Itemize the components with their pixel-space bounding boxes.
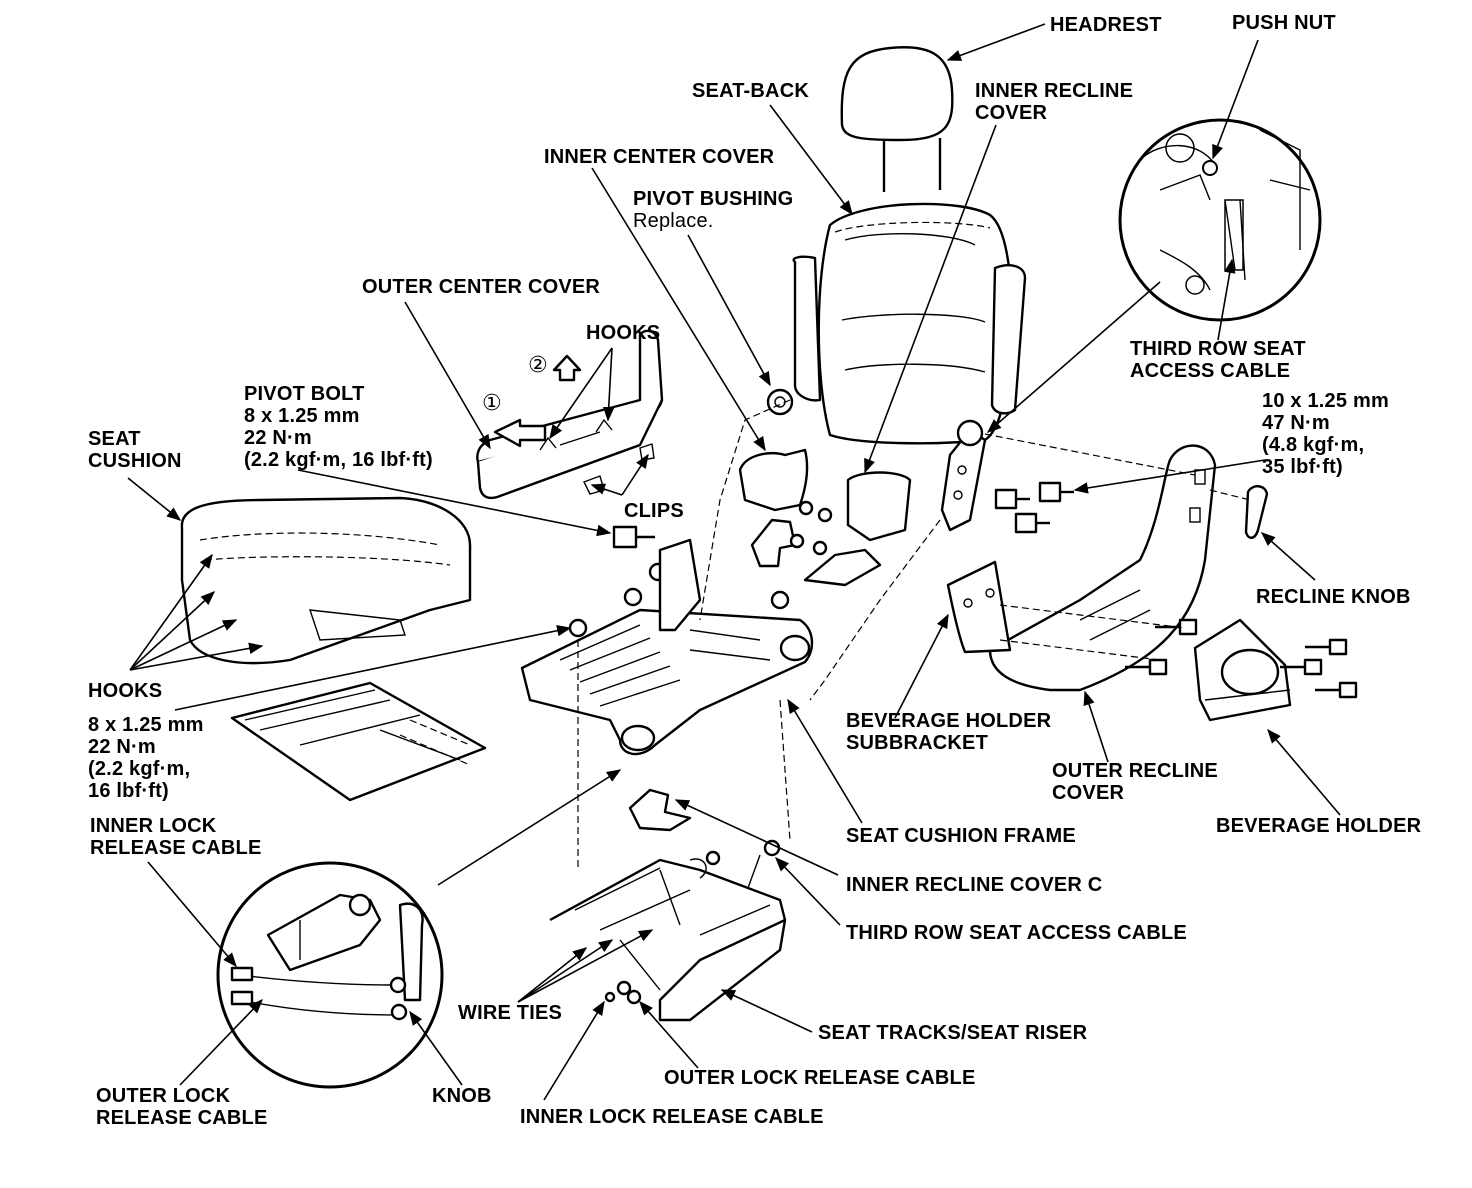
inner-center-cover-parts	[738, 388, 912, 587]
step-2-marker: ②	[528, 352, 548, 377]
outer-recline-cover-part	[988, 444, 1217, 692]
assembly-lines	[577, 399, 1251, 870]
outer-lock-release-cable-left-label: OUTER LOCK RELEASE CABLE	[96, 1085, 268, 1129]
step-1-marker: ①	[482, 390, 502, 415]
beverage-holder-part	[1193, 618, 1292, 722]
clips-label: CLIPS	[624, 500, 684, 522]
lock-cable-inset	[216, 861, 444, 1089]
push-nut-inset	[1118, 118, 1322, 322]
headrest-part	[840, 46, 954, 192]
hooks-top-label: HOOKS	[586, 322, 661, 344]
beverage-holder-subbracket-part	[946, 560, 1012, 654]
seat-cushion-part	[180, 496, 472, 665]
seat-back-part	[792, 202, 1027, 445]
seat-pad-part	[230, 681, 487, 802]
inner-recline-cover-c-label: INNER RECLINE COVER C	[846, 874, 1103, 896]
outer-center-cover-label: OUTER CENTER COVER	[362, 276, 601, 298]
beverage-holder-subbracket-label: BEVERAGE HOLDER SUBBRACKET	[846, 710, 1052, 754]
seat-cushion-frame-part	[520, 538, 814, 756]
seat-back-label: SEAT-BACK	[692, 80, 809, 102]
seat-tracks-label: SEAT TRACKS/SEAT RISER	[818, 1022, 1088, 1044]
inner-lock-release-cable-bottom-label: INNER LOCK RELEASE CABLE	[520, 1106, 824, 1128]
outer-recline-cover-label: OUTER RECLINE COVER	[1052, 760, 1218, 804]
outer-center-cover-part	[476, 329, 664, 500]
inner-center-cover-label: INNER CENTER COVER	[544, 146, 775, 168]
seat-cushion-frame-label: SEAT CUSHION FRAME	[846, 825, 1076, 847]
recline-bolts	[994, 481, 1074, 534]
recline-bracket-part	[940, 419, 987, 532]
pivot-bolt-label: PIVOT BOLT 8 x 1.25 mm 22 N·m (2.2 kgf·m…	[244, 383, 433, 471]
inner-recline-cover-c-part	[628, 788, 692, 832]
inner-recline-cover-label: INNER RECLINE COVER	[975, 80, 1134, 124]
headrest-label: HEADREST	[1050, 14, 1162, 36]
torque-8mm-spec-label: 8 x 1.25 mm 22 N·m (2.2 kgf·m, 16 lbf·ft…	[88, 714, 204, 802]
beverage-bolts	[1125, 618, 1358, 699]
leader-lines	[127, 23, 1341, 1101]
beverage-holder-label: BEVERAGE HOLDER	[1216, 815, 1422, 837]
bolt-10mm-spec-label: 10 x 1.25 mm 47 N·m (4.8 kgf·m, 35 lbf·f…	[1262, 390, 1389, 478]
knob-label: KNOB	[432, 1085, 492, 1107]
seat-cushion-label: SEAT CUSHION	[88, 428, 182, 472]
recline-knob-part	[1244, 485, 1269, 539]
pivot-bushing-note: Replace.	[633, 210, 714, 232]
third-row-access-cable-top-label: THIRD ROW SEAT ACCESS CABLE	[1130, 338, 1306, 382]
outer-lock-release-cable-bottom-label: OUTER LOCK RELEASE CABLE	[664, 1067, 976, 1089]
hooks-left-label: HOOKS	[88, 680, 163, 702]
push-nut-label: PUSH NUT	[1232, 12, 1336, 34]
third-row-access-cable-bottom-label: THIRD ROW SEAT ACCESS CABLE	[846, 922, 1187, 944]
pivot-bushing-label: PIVOT BUSHING	[633, 188, 794, 210]
inner-lock-release-cable-left-label: INNER LOCK RELEASE CABLE	[90, 815, 262, 859]
recline-knob-label: RECLINE KNOB	[1256, 586, 1411, 608]
seat-tracks-part	[549, 839, 787, 1022]
wire-ties-label: WIRE TIES	[458, 1002, 563, 1024]
